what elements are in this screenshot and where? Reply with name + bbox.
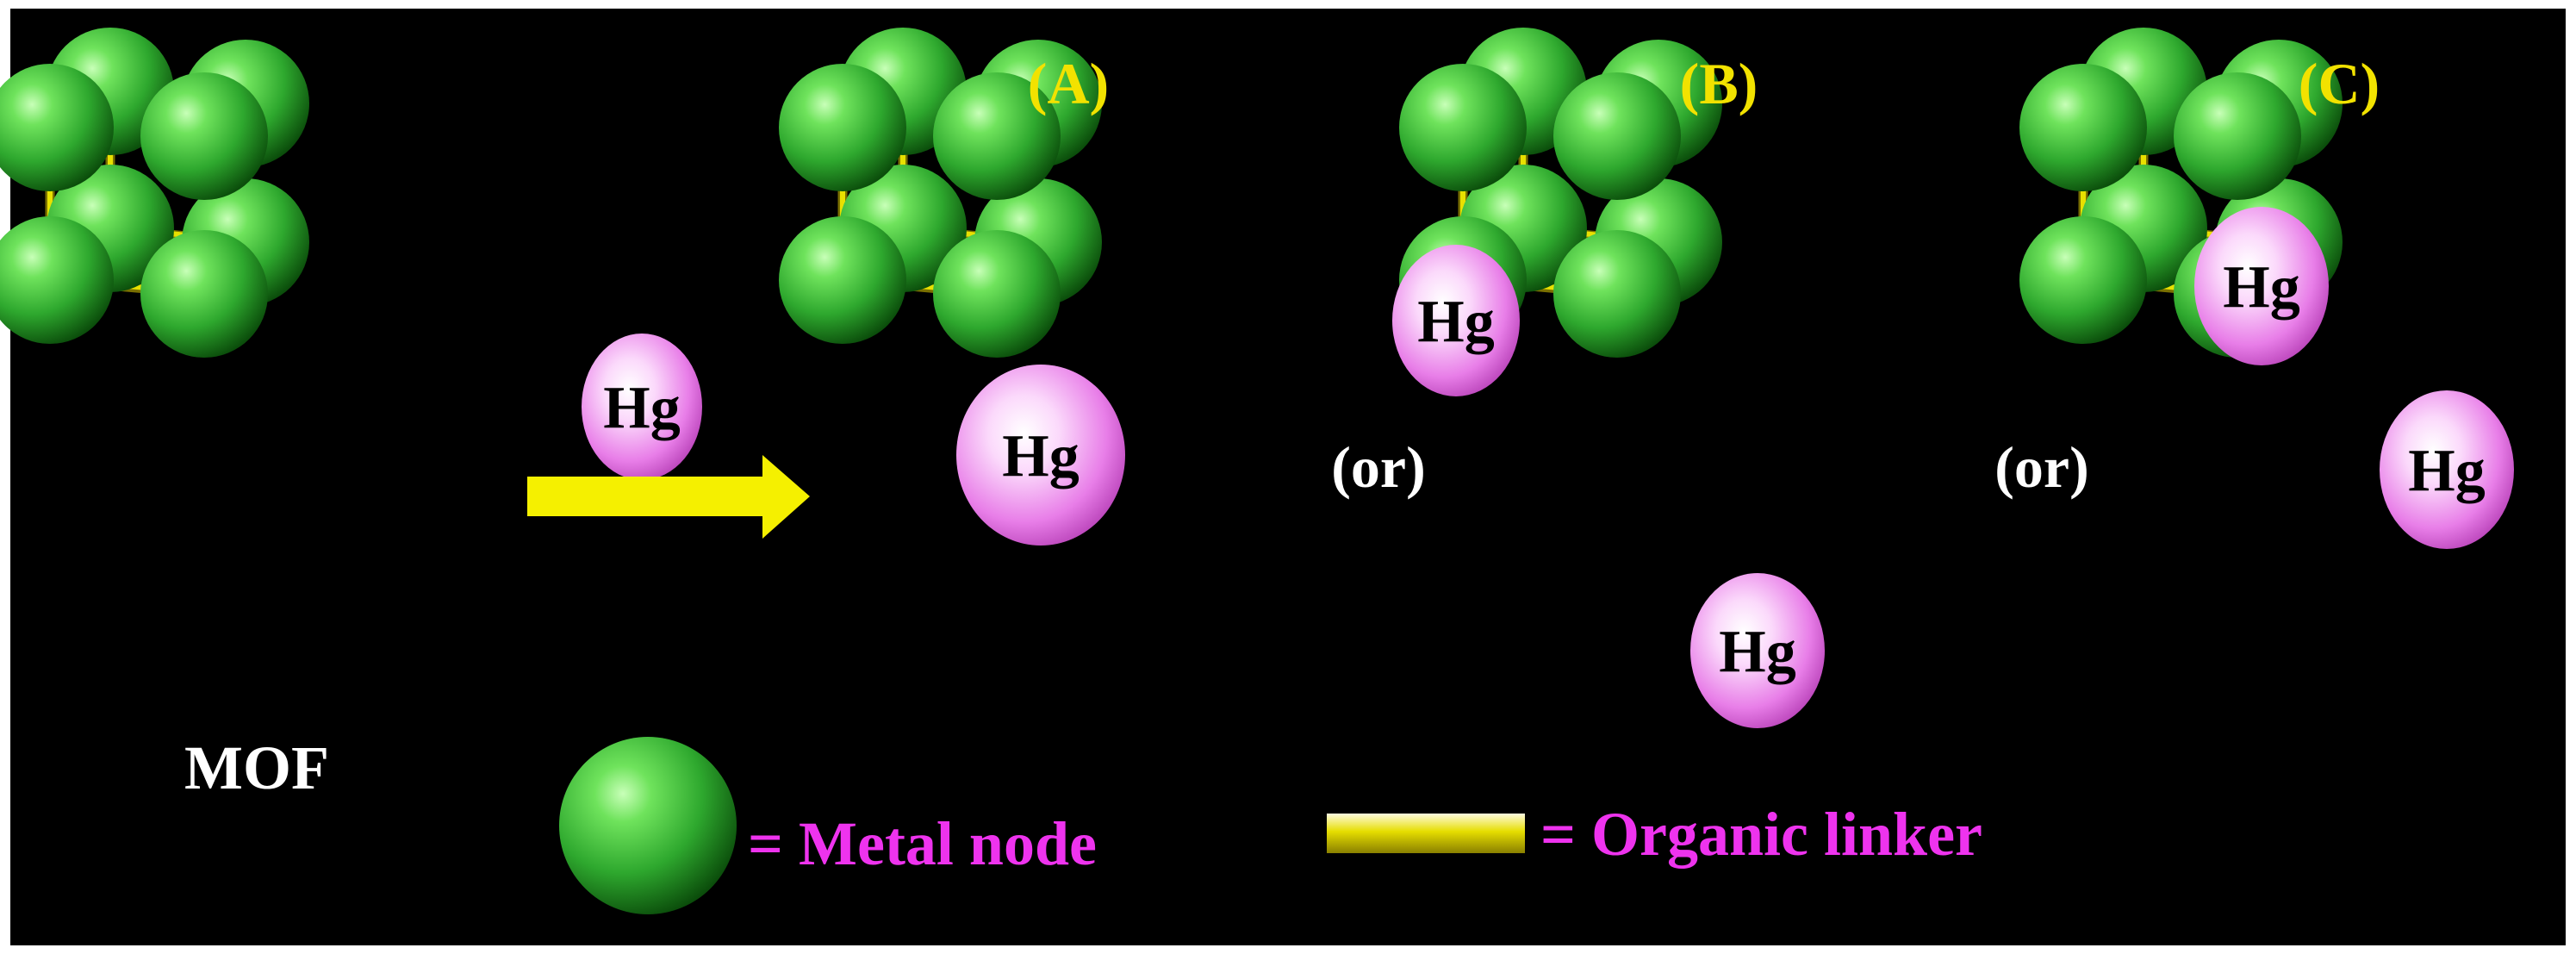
legend: = Metal node = Organic linker	[559, 737, 1982, 914]
metal-node	[933, 72, 1061, 200]
metal-node	[0, 64, 114, 191]
metal-node	[1553, 230, 1681, 358]
metal-node	[2019, 216, 2147, 344]
hg-label: Hg	[1002, 423, 1079, 489]
mercury-atom-b-top: Hg	[1392, 245, 1520, 396]
mercury-atom-b-bottom: Hg	[1690, 573, 1825, 728]
metal-node	[1399, 64, 1527, 191]
metal-node	[933, 230, 1061, 358]
or-label-1: (or)	[1331, 434, 1425, 500]
metal-node	[779, 64, 906, 191]
legend-organic-linker-swatch	[1327, 814, 1525, 853]
mercury-atom-free: Hg	[582, 334, 702, 480]
metal-node	[2174, 72, 2301, 200]
mercury-atom-c-bottom: Hg	[2380, 390, 2514, 549]
metal-node	[1553, 72, 1681, 200]
metal-node	[140, 72, 268, 200]
panel-label-c: (C)	[2299, 51, 2380, 116]
mercury-atom-a: Hg	[956, 365, 1125, 546]
hg-label: Hg	[1417, 289, 1494, 355]
metal-node	[140, 230, 268, 358]
legend-metal-node-text: = Metal node	[748, 809, 1097, 878]
panel-label-a: (A)	[1028, 51, 1109, 116]
hg-label: Hg	[603, 375, 680, 441]
metal-node	[0, 216, 114, 344]
hg-label: Hg	[2408, 438, 2485, 504]
mof-cube	[0, 28, 309, 358]
legend-organic-linker-text: = Organic linker	[1540, 800, 1982, 869]
hg-label: Hg	[2223, 254, 2299, 321]
legend-metal-node-swatch	[559, 737, 737, 914]
metal-node	[779, 216, 906, 344]
hg-label: Hg	[1719, 619, 1795, 685]
mof-label: MOF	[184, 733, 329, 802]
panel-label-b: (B)	[1680, 51, 1758, 116]
reaction-arrow	[527, 455, 810, 539]
or-label-2: (or)	[1994, 434, 2088, 500]
metal-node	[2019, 64, 2147, 191]
cube-a	[779, 28, 1102, 358]
mercury-atom-c-top: Hg	[2194, 207, 2329, 365]
